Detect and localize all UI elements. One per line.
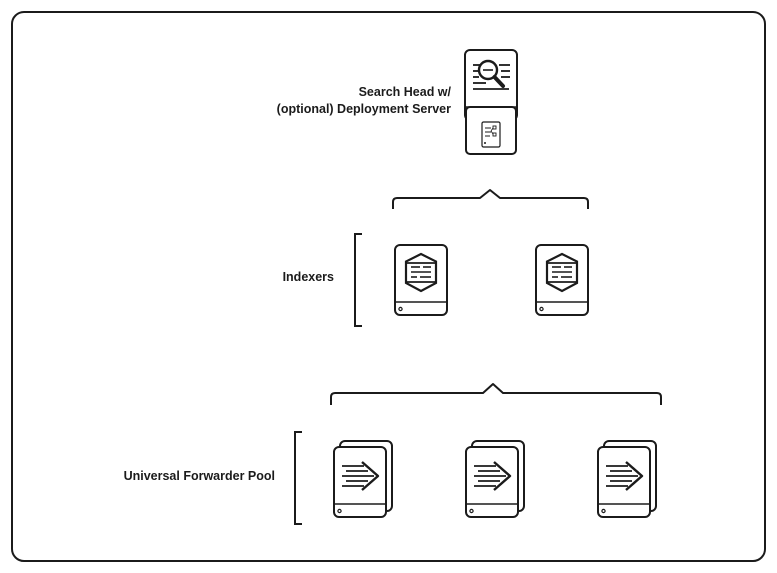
forwarder-tier-brace (330, 383, 662, 405)
forwarder-icon (342, 461, 380, 491)
indexer-server-2 (535, 244, 589, 316)
indexer-tier-brace (392, 189, 589, 209)
forwarder-icon (606, 461, 644, 491)
forwarder-server-3 (597, 440, 657, 518)
diagram-frame (11, 11, 766, 562)
search-server-icon (473, 59, 510, 90)
search-head-server (464, 49, 518, 121)
search-head-label: Search Head w/ (optional) Deployment Ser… (277, 84, 451, 118)
indexer-icon (545, 252, 579, 293)
indexer-icon (404, 252, 438, 293)
indexers-label: Indexers (282, 270, 334, 284)
deployment-server-unit (465, 106, 517, 155)
forwarder-pool-label: Universal Forwarder Pool (123, 469, 275, 483)
forwarder-server-1 (333, 440, 393, 518)
indexer-server-1 (394, 244, 448, 316)
search-head-label-line2: (optional) Deployment Server (276, 102, 451, 116)
deployment-server-icon (481, 121, 501, 148)
indexers-bracket (354, 233, 362, 327)
forwarder-pool-bracket (294, 431, 302, 525)
forwarder-icon (474, 461, 512, 491)
search-head-label-line1: Search Head w/ (358, 85, 451, 99)
forwarder-server-2 (465, 440, 525, 518)
